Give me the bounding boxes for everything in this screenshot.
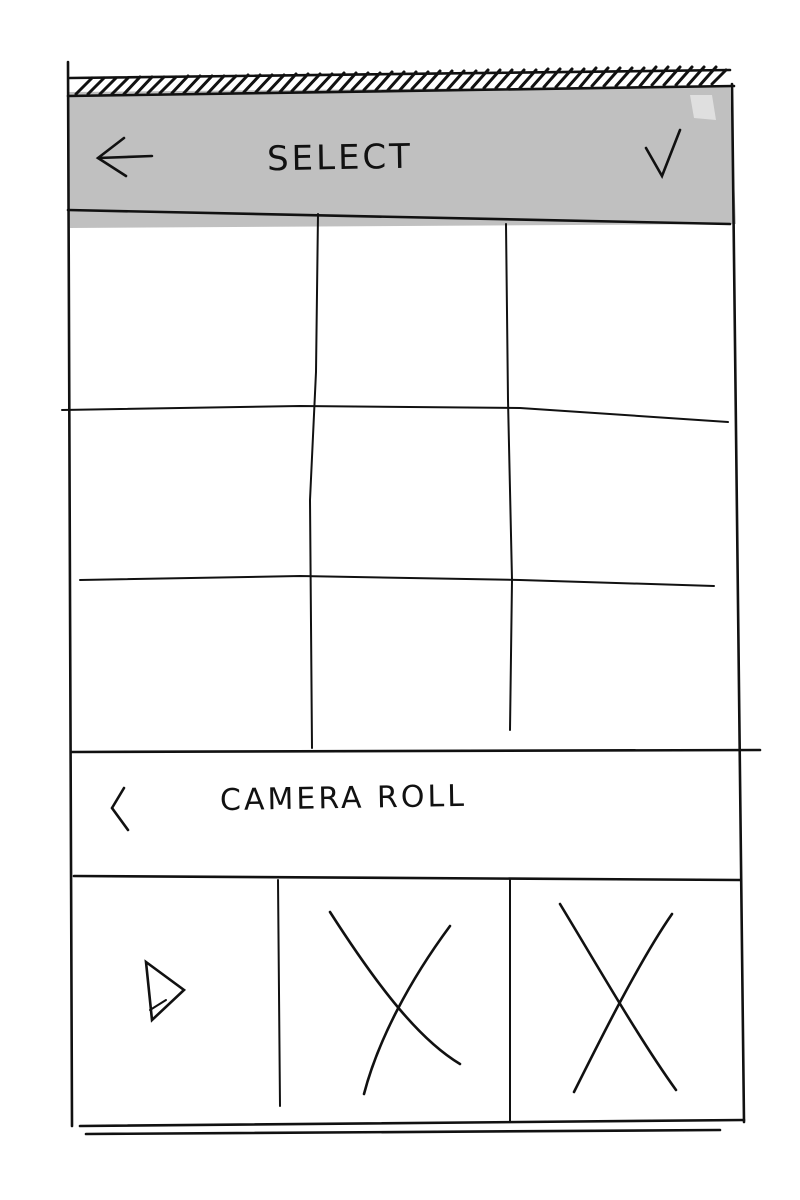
chevron-left-icon (110, 786, 130, 832)
thumbnail-image[interactable] (280, 880, 510, 1120)
grid-cell[interactable] (318, 222, 508, 408)
grid-cell[interactable] (312, 580, 510, 750)
grid-cell[interactable] (72, 222, 314, 408)
grid-cell[interactable] (314, 410, 510, 578)
checkmark-icon (644, 128, 682, 180)
image-placeholder-icon (558, 902, 678, 1094)
status-bar (66, 65, 736, 98)
selection-grid (61, 213, 729, 749)
grid-cell[interactable] (510, 222, 730, 408)
album-selector[interactable] (72, 752, 742, 876)
grid-cell[interactable] (72, 580, 312, 750)
back-button[interactable] (84, 126, 164, 190)
grid-cell[interactable] (72, 410, 312, 578)
thumbnail-image[interactable] (512, 880, 742, 1120)
thumbnail-strip (277, 879, 511, 1123)
grid-cell[interactable] (512, 584, 732, 750)
album-back-button[interactable] (96, 782, 146, 842)
play-icon (144, 959, 187, 1023)
header-bar (68, 86, 736, 228)
confirm-button[interactable] (628, 118, 700, 190)
arrow-left-icon (95, 136, 154, 178)
page-title: SELECT (266, 136, 414, 180)
grid-cell[interactable] (512, 412, 730, 582)
thumbnail-video[interactable] (74, 880, 278, 1120)
image-placeholder-icon (328, 910, 462, 1096)
